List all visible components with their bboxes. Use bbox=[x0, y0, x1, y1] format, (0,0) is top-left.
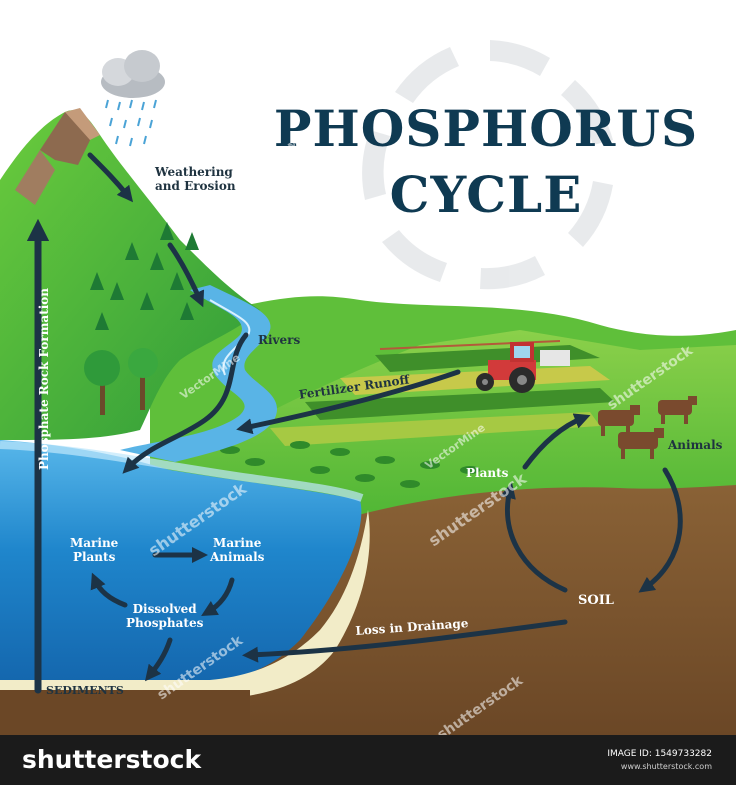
label-weathering: Weathering and Erosion bbox=[155, 165, 236, 193]
image-id: IMAGE ID: 1549733282 bbox=[607, 749, 712, 759]
arrow-plants-to-animals bbox=[522, 413, 591, 470]
round-trees bbox=[84, 348, 158, 415]
arrow-animals-to-soil bbox=[638, 467, 683, 593]
title-line-1: PHOSPHORUS bbox=[273, 99, 699, 158]
river bbox=[120, 285, 278, 462]
label-marine-plants: Marine Plants bbox=[70, 536, 119, 564]
ocean bbox=[0, 440, 362, 685]
shutterstock-logo[interactable]: shutterstock bbox=[22, 745, 202, 774]
arrow-erosion bbox=[167, 242, 205, 308]
arrow-fertilizer-runoff bbox=[236, 369, 461, 435]
arrow-soil-to-plants bbox=[500, 482, 568, 593]
label-soil: SOIL bbox=[578, 593, 614, 608]
rain-cloud-icon bbox=[101, 50, 165, 147]
label-plants: Plants bbox=[466, 466, 509, 480]
arrow-weathering bbox=[87, 152, 134, 203]
arrow-to-sediments bbox=[145, 637, 173, 682]
pine-trees bbox=[90, 222, 199, 330]
label-animals: Animals bbox=[668, 438, 723, 452]
cycle-ring-icon bbox=[362, 40, 613, 290]
arrow-loss-drainage bbox=[242, 619, 568, 663]
label-phosphate-rock-formation: Phosphate Rock Formation bbox=[37, 287, 51, 470]
label-rivers: Rivers bbox=[258, 333, 301, 347]
stock-footer: shutterstock IMAGE ID: 1549733282 www.sh… bbox=[0, 735, 736, 785]
arrow-phosphates-to-plants bbox=[90, 572, 128, 608]
label-marine-animals: Marine Animals bbox=[210, 536, 265, 564]
label-sediments: SEDIMENTS bbox=[46, 684, 124, 697]
phosphorus-cycle-illustration bbox=[0, 40, 736, 735]
arrow-river bbox=[122, 332, 249, 474]
crop-bushes bbox=[220, 441, 480, 488]
title-line-2: CYCLE bbox=[389, 165, 583, 224]
label-dissolved-phosphates: Dissolved Phosphates bbox=[126, 602, 204, 630]
stock-url[interactable]: www.shutterstock.com bbox=[620, 762, 712, 771]
tractor-icon bbox=[476, 342, 570, 393]
page-title: PHOSPHORUS CYCLE bbox=[270, 96, 702, 228]
cycle-arrows bbox=[26, 152, 683, 694]
cows-icon bbox=[598, 396, 697, 459]
soil-ground bbox=[250, 482, 736, 735]
arrow-animals-to-phosphates bbox=[201, 577, 235, 617]
mountain bbox=[0, 110, 260, 440]
